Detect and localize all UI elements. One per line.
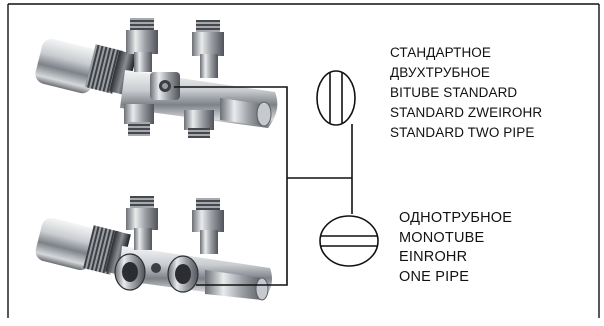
- one-pipe-label-ru: ОДНОТРУБНОЕ: [399, 210, 513, 226]
- two-pipe-label-ru-2: ДВУХТРУБНОЕ: [390, 65, 491, 80]
- two-pipe-label: СТАНДАРТНОЕ ДВУХТРУБНОЕ BITUBE STANDARD …: [390, 43, 542, 143]
- one-pipe-label-en: ONE PIPE: [399, 268, 470, 285]
- diagram-frame: [7, 3, 600, 318]
- one-pipe-mode-symbol: [319, 215, 379, 267]
- two-pipe-label-ru: СТАНДАРТНОЕ: [390, 45, 491, 60]
- valve-image-two-pipe: [35, 18, 278, 138]
- two-pipe-label-fr: BITUBE STANDARD: [390, 85, 518, 100]
- two-pipe-mode-symbol: [316, 70, 356, 126]
- two-pipe-label-en: STANDARD TWO PIPE: [390, 125, 535, 140]
- two-pipe-label-de: STANDARD ZWEIROHR: [390, 105, 543, 120]
- one-pipe-label: ОДНОТРУБНОЕ MONOTUBE EINROHR ONE PIPE: [399, 209, 512, 287]
- valve-image-one-pipe: [35, 196, 272, 301]
- one-pipe-label-de: EINROHR: [399, 249, 468, 265]
- one-pipe-label-fr: MONOTUBE: [399, 229, 485, 246]
- leader-lines: [174, 86, 353, 286]
